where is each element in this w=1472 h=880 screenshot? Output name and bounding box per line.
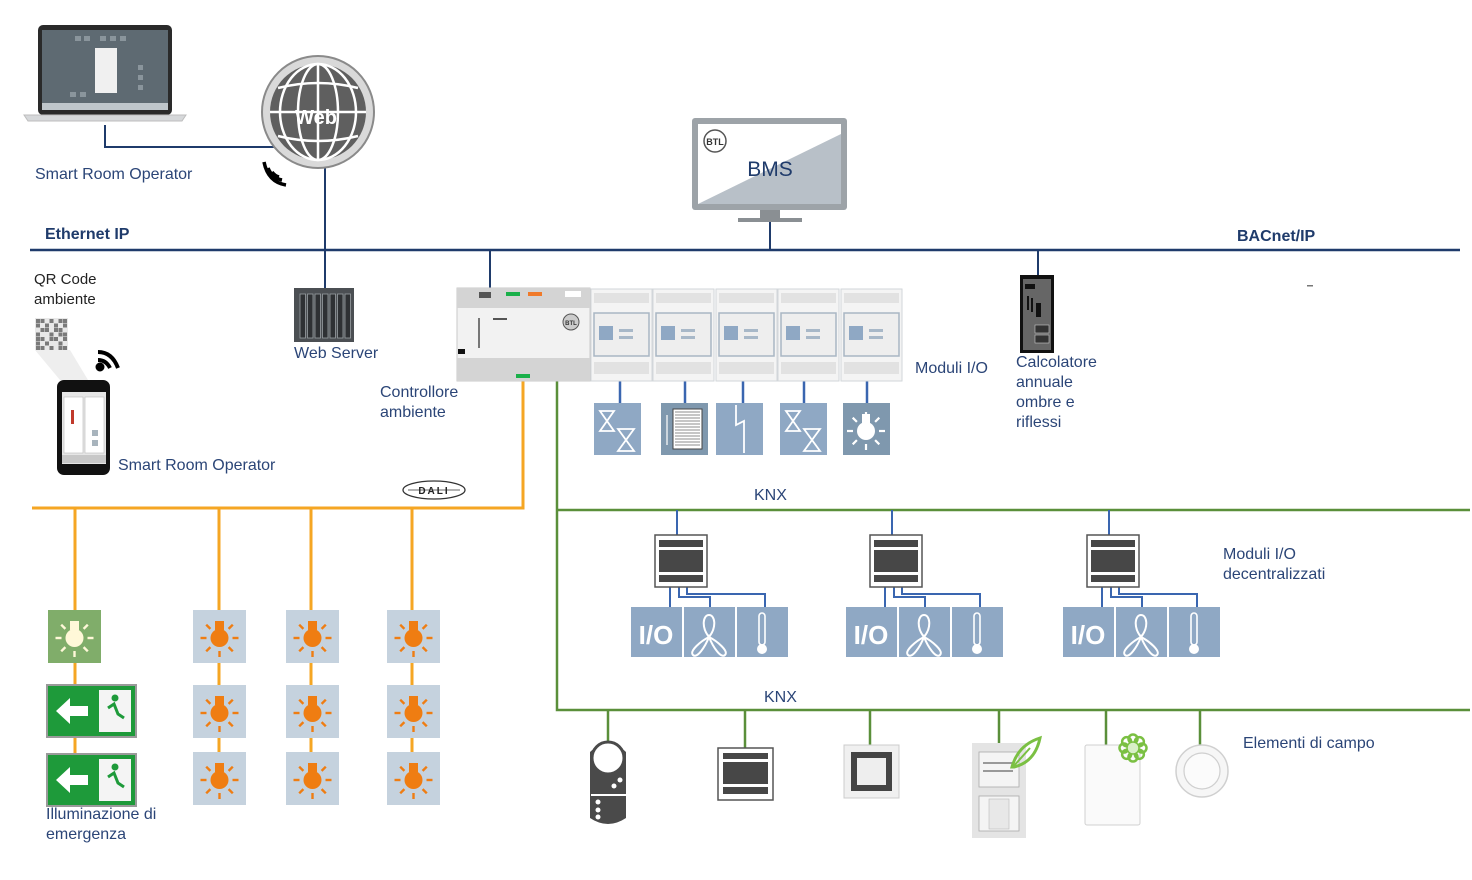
knx-trunk-line bbox=[555, 380, 1470, 712]
knx-top-label: KNX bbox=[754, 487, 787, 504]
web-server-icon bbox=[294, 288, 354, 342]
laptop-icon bbox=[23, 25, 187, 122]
phone-wifi-icon bbox=[95, 350, 120, 372]
fan-icon bbox=[1116, 607, 1167, 657]
room-controller-icon: BTL bbox=[456, 287, 591, 382]
ethernet-ip-label: Ethernet IP bbox=[45, 226, 130, 243]
decentral-label: Moduli I/O decentralizzati bbox=[1223, 546, 1326, 583]
lamp-icon bbox=[387, 685, 440, 738]
bms-monitor-icon: BTL BMS bbox=[692, 118, 847, 222]
lamp-icon bbox=[387, 752, 440, 805]
valve-module bbox=[590, 288, 653, 382]
svg-text:I/O: I/O bbox=[639, 620, 674, 650]
valve-icon bbox=[594, 403, 641, 455]
calculator-server-icon bbox=[1020, 275, 1054, 353]
calculator-label: Calcolatore annuale ombre e riflessi bbox=[1016, 354, 1097, 431]
laptop-label: Smart Room Operator bbox=[35, 166, 193, 183]
svg-text:Web: Web bbox=[295, 107, 337, 129]
svg-text:BTL: BTL bbox=[565, 321, 577, 327]
ceiling-sensor-icon bbox=[1175, 744, 1229, 798]
actuator-tiles bbox=[594, 403, 890, 455]
exit-sign-icon bbox=[46, 753, 137, 807]
lamp-icon bbox=[286, 610, 339, 663]
lamp-icon bbox=[387, 610, 440, 663]
wifi-signal-icon bbox=[262, 161, 287, 187]
controller-label: Controllore ambiente bbox=[380, 384, 459, 421]
thermometer-icon bbox=[1169, 607, 1220, 657]
lamp-icon bbox=[193, 685, 246, 738]
blind-module bbox=[652, 288, 715, 382]
light-icon bbox=[843, 403, 890, 455]
dali-bus-line bbox=[32, 380, 525, 510]
lamp-icon bbox=[286, 685, 339, 738]
decentral-io-group: I/O bbox=[1063, 534, 1220, 657]
switch-icon bbox=[716, 403, 763, 455]
thermometer-icon bbox=[737, 607, 788, 657]
svg-text:DALI: DALI bbox=[418, 486, 449, 497]
light-module bbox=[840, 288, 903, 382]
blind-icon bbox=[661, 403, 708, 455]
stray-mark bbox=[1307, 285, 1313, 287]
io-modules-label: Moduli I/O bbox=[915, 360, 988, 377]
io-tile: I/O bbox=[631, 607, 682, 657]
web-server-label: Web Server bbox=[294, 345, 379, 362]
lamp-icon bbox=[286, 752, 339, 805]
phone-label: Smart Room Operator bbox=[118, 457, 276, 474]
qr-code-icon bbox=[35, 318, 88, 380]
svg-text:I/O: I/O bbox=[854, 620, 889, 650]
room-thermostat-icon bbox=[972, 735, 1042, 838]
io-module-rack bbox=[590, 288, 903, 382]
bacnet-ip-label: BACnet/IP bbox=[1237, 228, 1316, 245]
switch-module bbox=[715, 288, 778, 382]
svg-text:I/O: I/O bbox=[1071, 620, 1106, 650]
qr-code-label: QR Code ambiente bbox=[34, 271, 97, 308]
presence-detector-icon bbox=[590, 740, 626, 824]
emergency-light-icon bbox=[48, 610, 101, 663]
svg-text:BTL: BTL bbox=[706, 137, 724, 147]
svg-text:BMS: BMS bbox=[747, 158, 793, 181]
thermometer-icon bbox=[952, 607, 1003, 657]
field-elements-label: Elementi di campo bbox=[1243, 735, 1375, 752]
laptop-link-line bbox=[104, 125, 275, 148]
fan-icon bbox=[899, 607, 950, 657]
io-tile: I/O bbox=[1063, 607, 1114, 657]
lamp-icon bbox=[193, 610, 246, 663]
valve-icon bbox=[780, 403, 827, 455]
exit-sign-icon bbox=[46, 684, 137, 738]
io-tile: I/O bbox=[846, 607, 897, 657]
push-button-icon bbox=[843, 744, 900, 799]
smartphone-icon bbox=[57, 380, 110, 475]
knx-bottom-label: KNX bbox=[764, 689, 797, 706]
emergency-label: Illuminazione di emergenza bbox=[46, 806, 157, 843]
dali-badge: DALI bbox=[402, 480, 466, 500]
decentral-io-group: I/O bbox=[846, 534, 1003, 657]
knx-panel-icon bbox=[717, 747, 774, 801]
decentral-io-group: I/O bbox=[631, 534, 788, 657]
fan-icon bbox=[684, 607, 735, 657]
valve-module-2 bbox=[777, 288, 840, 382]
web-globe-icon: Web bbox=[261, 55, 375, 169]
air-quality-sensor-icon bbox=[1084, 733, 1148, 826]
lamp-icon bbox=[193, 752, 246, 805]
